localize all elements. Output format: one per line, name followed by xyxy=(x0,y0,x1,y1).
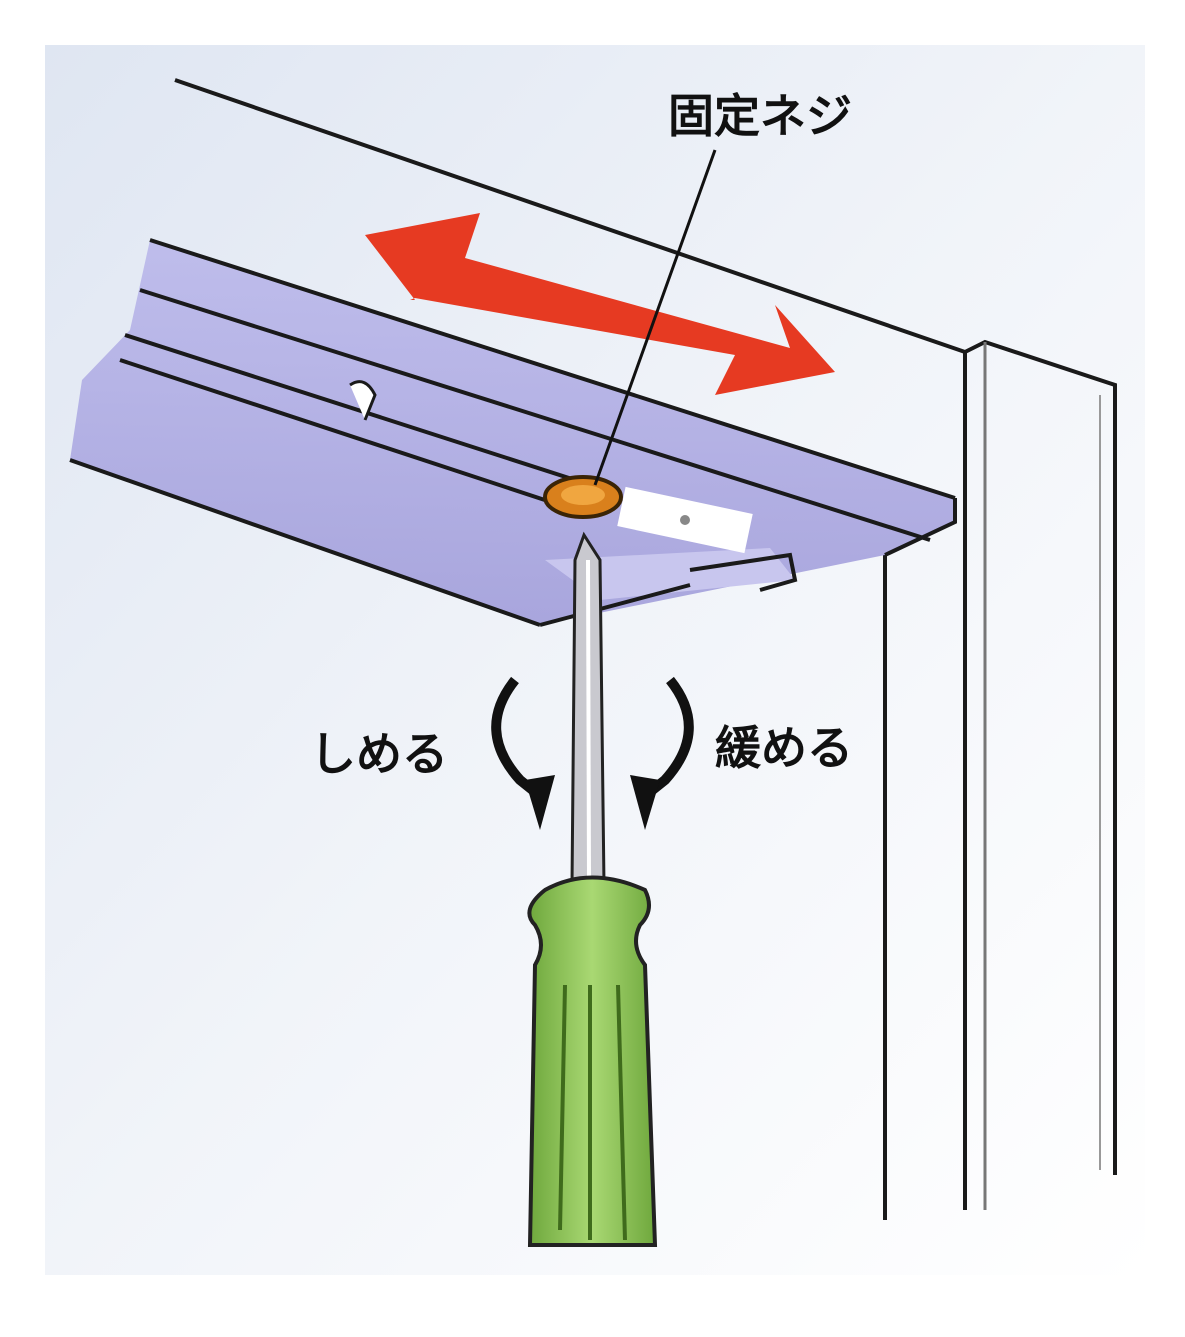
fixing-screw-label: 固定ネジ xyxy=(668,89,852,143)
tighten-label: しめる xyxy=(310,727,448,781)
slide-arrow xyxy=(365,213,835,395)
screwdriver xyxy=(527,531,658,1247)
loosen-label: 緩める xyxy=(715,721,853,775)
curtain-rail xyxy=(69,238,957,627)
loosen-rotation-icon xyxy=(636,676,694,804)
tighten-arrowhead xyxy=(525,775,555,830)
loosen-arrowhead xyxy=(630,775,660,830)
tighten-rotation-icon xyxy=(491,676,549,804)
leader-line xyxy=(593,149,717,486)
fixing-screw xyxy=(543,475,623,519)
frame-lines xyxy=(174,78,1117,1220)
